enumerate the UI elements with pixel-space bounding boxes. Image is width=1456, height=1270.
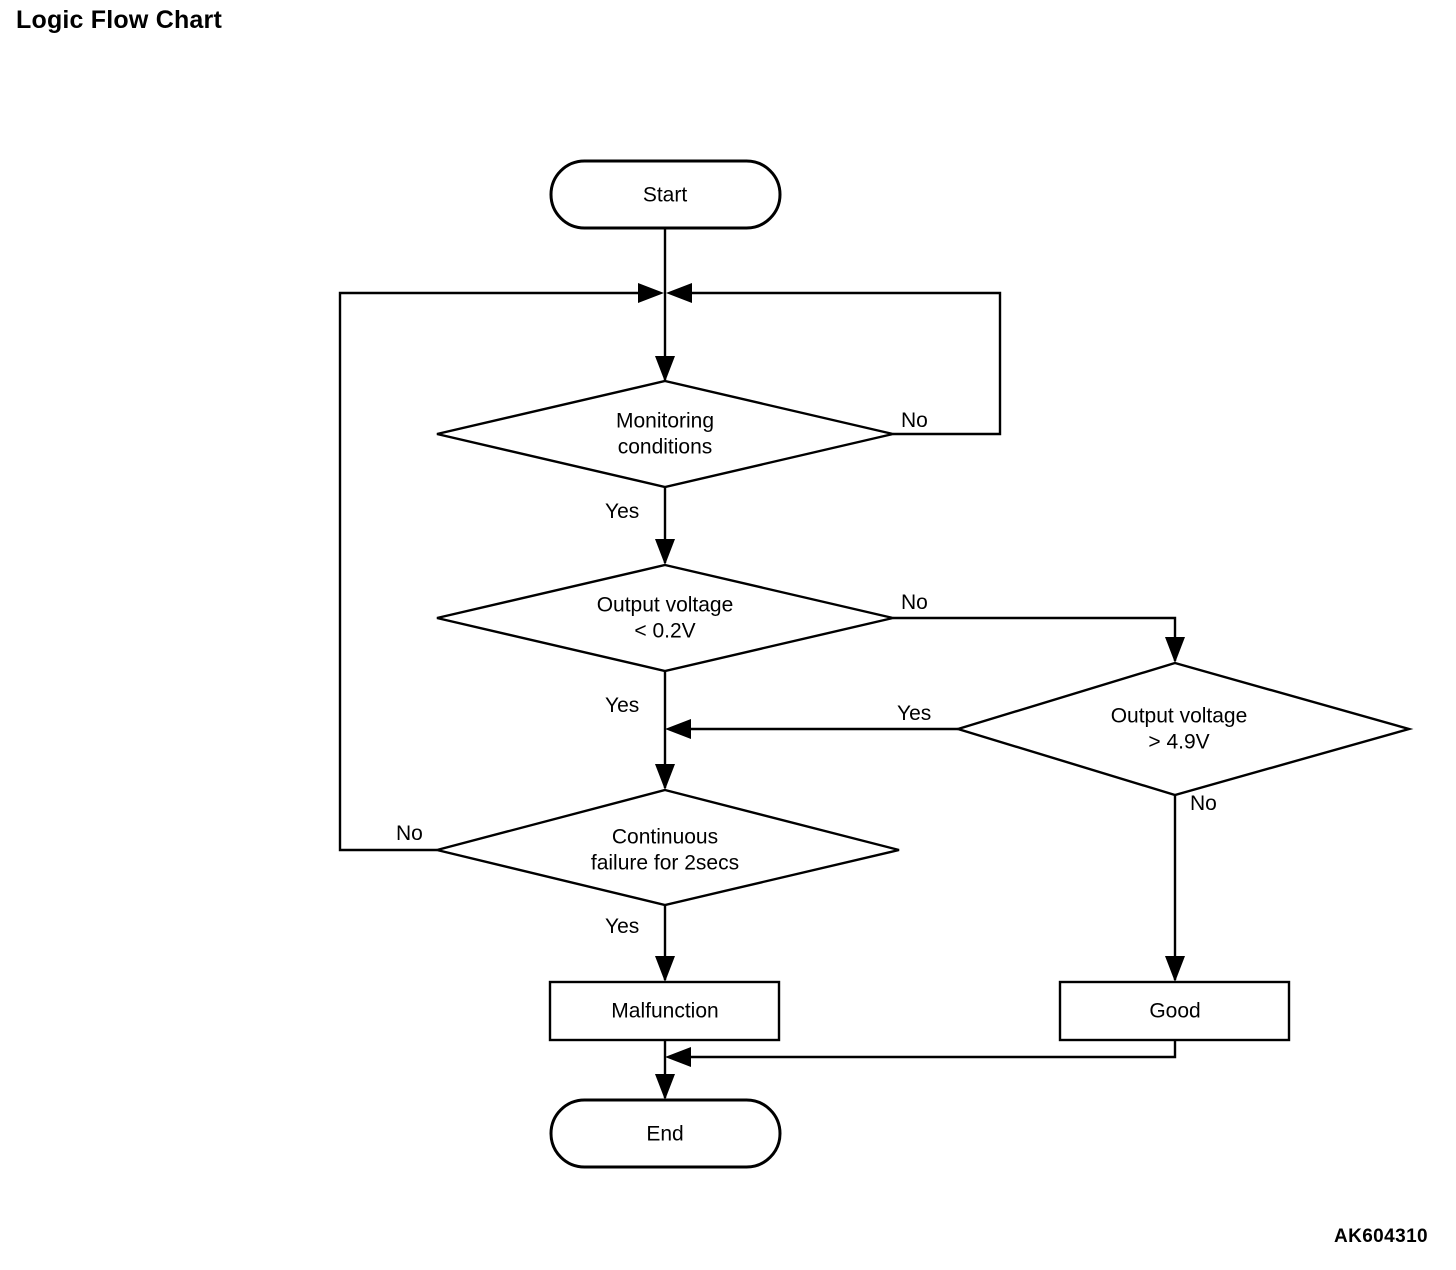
- arrowhead-into-malfunction: [655, 956, 675, 982]
- edge-good-to-end: [679, 1040, 1177, 1059]
- node-continuous-failure-label-line1: Continuous: [612, 826, 718, 849]
- arrowhead-into-end: [655, 1074, 675, 1100]
- node-end-label: End: [646, 1123, 683, 1146]
- edge-label-monitoring-no: No: [901, 409, 928, 432]
- arrowhead-into-voltage-low: [655, 539, 675, 565]
- node-output-voltage-high: [953, 661, 1414, 797]
- arrowhead-into-monitoring: [655, 356, 675, 382]
- edge-label-voltage-low-yes: Yes: [605, 694, 639, 717]
- node-output-voltage-high-label-line1: Output voltage: [1111, 705, 1248, 728]
- node-end: [549, 1098, 782, 1169]
- arrowhead-loopback-right: [666, 283, 692, 303]
- arrowhead-into-voltage-high: [1165, 637, 1185, 663]
- node-continuous-failure: [436, 788, 900, 907]
- edge-label-voltage-high-yes: Yes: [897, 702, 931, 725]
- arrowhead-into-continuous-failure: [655, 764, 675, 790]
- edge-continuousfailure-no-loopback: [338, 291, 650, 852]
- node-output-voltage-low-label-line1: Output voltage: [597, 594, 734, 617]
- node-output-voltage-high-label-line2: > 4.9V: [1148, 731, 1209, 754]
- edge-label-continuousfailure-no: No: [396, 822, 423, 845]
- edge-label-monitoring-yes: Yes: [605, 500, 639, 523]
- node-start-label: Start: [643, 184, 688, 207]
- edge-label-voltage-high-no: No: [1190, 792, 1217, 815]
- arrowhead-into-good: [1165, 956, 1185, 982]
- arrowhead-merge-voltage-high-yes: [665, 719, 691, 739]
- node-continuous-failure-label-line2: failure for 2secs: [591, 852, 739, 875]
- edge-label-voltage-low-no: No: [901, 591, 928, 614]
- edge-label-continuousfailure-yes: Yes: [605, 915, 639, 938]
- node-monitoring-conditions-label-line1: Monitoring: [616, 410, 714, 433]
- arrowhead-merge-good: [665, 1047, 691, 1067]
- node-malfunction: [548, 980, 781, 1042]
- edge-voltage-low-no: [893, 616, 1177, 661]
- node-monitoring-conditions-label-line2: conditions: [618, 436, 713, 459]
- edge-monitoring-no-loopback: [680, 291, 1002, 436]
- node-malfunction-label: Malfunction: [611, 1000, 718, 1023]
- node-good: [1058, 980, 1291, 1042]
- arrowhead-loopback-left: [638, 283, 664, 303]
- node-output-voltage-low-label-line2: < 0.2V: [634, 620, 695, 643]
- page-title: Logic Flow Chart: [16, 6, 222, 34]
- figure-code: AK604310: [1333, 1226, 1428, 1247]
- node-good-label: Good: [1149, 1000, 1200, 1023]
- node-start: [549, 159, 782, 230]
- node-monitoring-conditions: [436, 379, 894, 489]
- node-output-voltage-low: [436, 563, 894, 673]
